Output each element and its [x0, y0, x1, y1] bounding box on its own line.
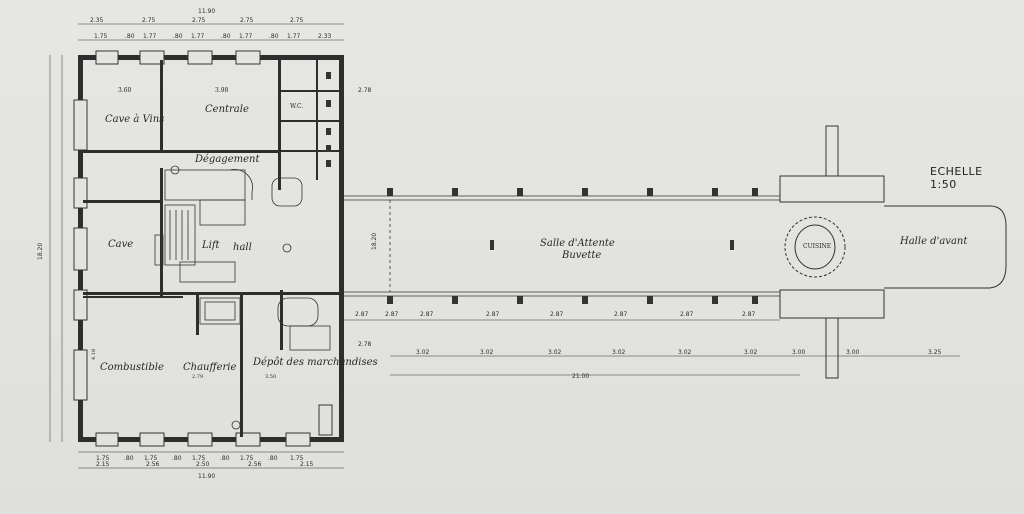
svg-text:1.75: 1.75: [96, 455, 110, 462]
svg-text:.80: .80: [220, 455, 230, 462]
svg-text:.80: .80: [124, 455, 134, 462]
room-buvette: Buvette: [561, 250, 601, 261]
waiting-hall: Salle d'Attente Buvette CUISINE Halle d'…: [344, 87, 1007, 380]
svg-text:2.56: 2.56: [248, 461, 262, 468]
svg-text:.80: .80: [269, 33, 279, 40]
svg-text:3.02: 3.02: [480, 349, 494, 356]
room-centrale: Centrale: [205, 104, 249, 115]
svg-text:3.00: 3.00: [846, 349, 860, 356]
room-degagement: Dégagement: [194, 154, 260, 165]
svg-text:2.87: 2.87: [486, 311, 500, 318]
room-lift: Lift: [201, 240, 221, 251]
room-combustible-width: 4.18: [91, 349, 97, 360]
dim-overall-top: 11.90: [198, 8, 215, 15]
svg-text:2.56: 2.56: [146, 461, 160, 468]
svg-text:.80: .80: [268, 455, 278, 462]
svg-text:1.75: 1.75: [240, 455, 254, 462]
svg-text:2.15: 2.15: [300, 461, 314, 468]
dim-bottom-row2: 2.15 2.56 2.50 2.56 2.15: [96, 461, 314, 468]
scale-label: ECHELLE 1:50: [930, 165, 983, 191]
svg-text:2.75: 2.75: [290, 17, 304, 24]
dim-right-side-1: 2.78: [358, 341, 372, 348]
room-cave-vins-width: 3.60: [118, 87, 132, 94]
svg-text:2.87: 2.87: [550, 311, 564, 318]
svg-text:2.50: 2.50: [196, 461, 210, 468]
room-combustible: Combustible: [100, 362, 164, 373]
dim-overall-left: 18.20: [37, 243, 44, 260]
svg-text:1.77: 1.77: [239, 33, 253, 40]
room-chaufferie: Chaufferie: [183, 362, 236, 373]
svg-text:2.87: 2.87: [385, 311, 399, 318]
room-centrale-width: 3.98: [215, 87, 229, 94]
svg-text:2.75: 2.75: [240, 17, 254, 24]
svg-text:2.35: 2.35: [90, 17, 104, 24]
svg-text:1.75: 1.75: [144, 455, 158, 462]
svg-text:3.02: 3.02: [548, 349, 562, 356]
svg-text:2.87: 2.87: [742, 311, 756, 318]
room-hall: hall: [233, 242, 252, 253]
svg-text:.80: .80: [172, 455, 182, 462]
svg-text:3.02: 3.02: [678, 349, 692, 356]
svg-text:1.75: 1.75: [192, 455, 206, 462]
dim-right-side-0: 2.78: [358, 87, 372, 94]
dim-corridor-total: 21.00: [572, 373, 589, 380]
svg-text:.80: .80: [221, 33, 231, 40]
svg-text:1.77: 1.77: [191, 33, 205, 40]
svg-text:.80: .80: [125, 33, 135, 40]
svg-text:2.15: 2.15: [96, 461, 110, 468]
dim-bottom-row1: 1.75 .80 1.75 .80 1.75 .80 1.75 .80 1.75: [96, 455, 304, 462]
svg-text:2.75: 2.75: [142, 17, 156, 24]
room-wc: W.C.: [290, 103, 303, 110]
main-building: 3.60 Cave à Vins 3.98 Centrale Cave hall…: [37, 8, 378, 480]
svg-text:2.87: 2.87: [680, 311, 694, 318]
room-depot: Dépôt des marchandises: [252, 357, 378, 368]
dim-top-row2: 1.75 .80 1.77 .80 1.77 .80 1.77 .80 1.77…: [94, 33, 332, 40]
dim-corridor-bays: 2.87 2.87 2.87 2.87 2.87 2.87 2.87 2.87: [355, 311, 756, 318]
svg-text:1.75: 1.75: [94, 33, 108, 40]
svg-text:1.75: 1.75: [290, 455, 304, 462]
room-chaufferie-width: 2.79: [192, 374, 203, 380]
svg-text:1.77: 1.77: [143, 33, 157, 40]
dim-overall-right: 18.20: [371, 233, 378, 250]
room-salle-attente: Salle d'Attente: [540, 238, 615, 249]
svg-text:.80: .80: [173, 33, 183, 40]
svg-text:1.77: 1.77: [287, 33, 301, 40]
svg-text:3.02: 3.02: [416, 349, 430, 356]
dim-overall-bottom: 11.90: [198, 473, 215, 480]
svg-text:2.33: 2.33: [318, 33, 332, 40]
svg-text:2.75: 2.75: [192, 17, 206, 24]
room-depot-width: 3.50: [265, 374, 276, 380]
svg-text:2.87: 2.87: [420, 311, 434, 318]
dim-top-row1: 2.35 2.75 2.75 2.75 2.75: [90, 17, 304, 24]
svg-text:3.25: 3.25: [928, 349, 942, 356]
svg-text:3.02: 3.02: [744, 349, 758, 356]
room-cuisine: CUISINE: [803, 243, 831, 250]
room-cave-vins: Cave à Vins: [105, 114, 164, 125]
room-hall-avant: Halle d'avant: [899, 236, 968, 247]
room-cave: Cave: [108, 239, 133, 250]
svg-text:3.02: 3.02: [612, 349, 626, 356]
svg-text:2.87: 2.87: [355, 311, 369, 318]
svg-text:3.00: 3.00: [792, 349, 806, 356]
wall-east: [339, 55, 344, 442]
dim-corridor-lower: 3.02 3.02 3.02 3.02 3.02 3.02 3.00 3.00 …: [416, 349, 942, 356]
svg-text:2.87: 2.87: [614, 311, 628, 318]
